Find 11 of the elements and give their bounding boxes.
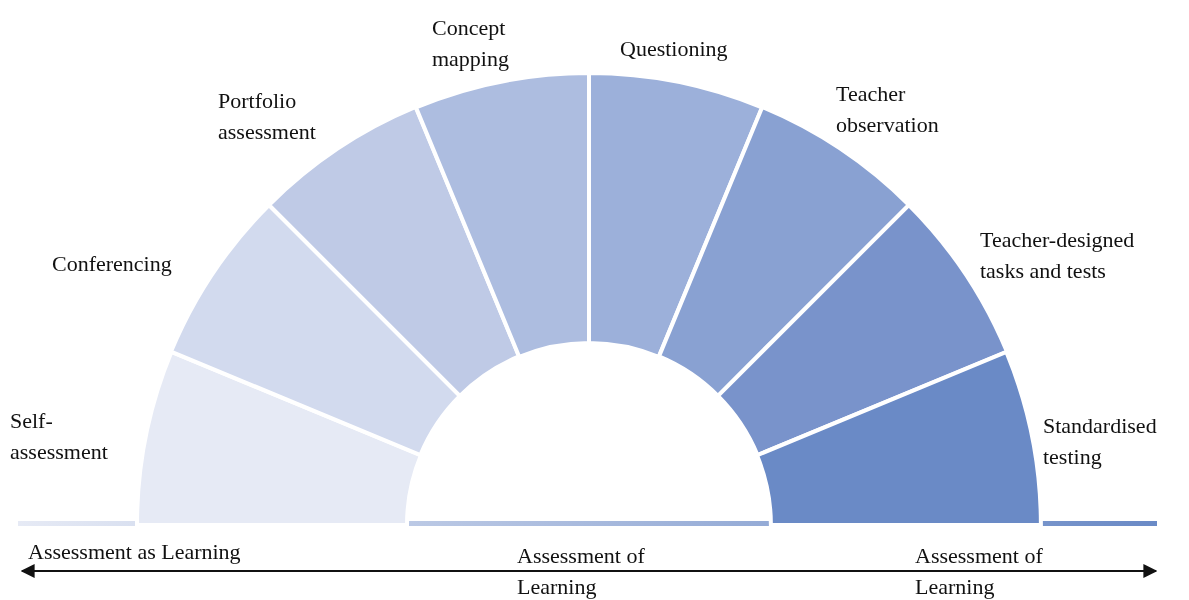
segment-label: Teacher-designed tasks and tests xyxy=(980,226,1136,285)
scale-label: Assessment as Learning xyxy=(28,538,242,566)
segment-label: Portfolio assessment xyxy=(218,87,317,146)
segment-label: Questioning xyxy=(620,35,729,63)
segment-label: Standardised testing xyxy=(1043,412,1158,471)
segment-label: Teacher observation xyxy=(836,80,940,139)
scale-label: Assessment of Learning xyxy=(517,542,646,600)
scale-label: Assessment of Learning xyxy=(915,542,1044,600)
segment-label: Concept mapping xyxy=(432,14,510,73)
segment-label: Self-assessment xyxy=(10,407,109,466)
segment-label: Conferencing xyxy=(52,250,173,278)
